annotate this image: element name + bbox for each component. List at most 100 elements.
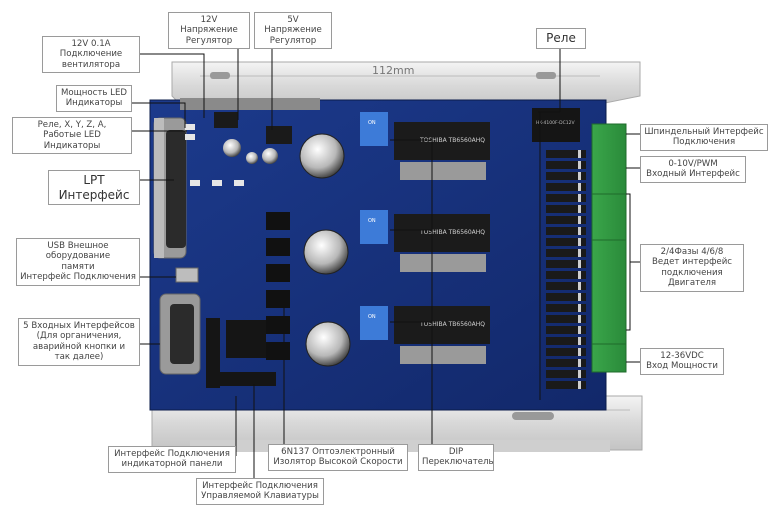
small-cap bbox=[262, 148, 278, 164]
big-cap bbox=[303, 229, 349, 275]
diode bbox=[546, 293, 586, 301]
label-line: Мощность LED bbox=[60, 88, 127, 98]
label-line: памяти bbox=[61, 261, 95, 272]
label-line: Регулятор bbox=[185, 35, 233, 46]
keypad-header bbox=[216, 372, 276, 386]
diode bbox=[546, 348, 586, 356]
diode-band bbox=[578, 227, 581, 235]
label-line: Интерфейс Подключения bbox=[114, 449, 230, 459]
panel-header bbox=[206, 318, 220, 388]
diode bbox=[546, 183, 586, 191]
label-line: 12-36VDC bbox=[660, 351, 704, 361]
label-panel-interface: Интерфейс Подключения индикаторной панел… bbox=[108, 446, 236, 473]
diode-band bbox=[578, 172, 581, 180]
label-line: 12V Напряжение bbox=[180, 15, 238, 36]
label-spindle-interface: Шпиндельный Интерфейс Подключения bbox=[640, 124, 768, 151]
diode-band bbox=[578, 359, 581, 367]
diode-band bbox=[578, 161, 581, 169]
dimension-label: 112mm bbox=[372, 64, 414, 77]
label-line: 5V Напряжение bbox=[264, 15, 322, 36]
label-relay: Реле bbox=[536, 28, 586, 49]
diode-band bbox=[578, 271, 581, 279]
label-line: Работые LED Индикаторы bbox=[43, 130, 101, 151]
diode-band bbox=[578, 337, 581, 345]
label-line: аварийной кнопки и bbox=[32, 341, 126, 352]
diode-band bbox=[578, 194, 581, 202]
label-line: оборудование bbox=[45, 251, 111, 262]
label-line: LPT Интерфейс bbox=[58, 173, 130, 202]
reg-12v-chip bbox=[214, 112, 238, 128]
diode bbox=[546, 238, 586, 246]
diode bbox=[546, 359, 586, 367]
diode-band bbox=[578, 150, 581, 158]
label-optocoupler: 6N137 Оптоэлектронный Изолятор Высокой С… bbox=[268, 444, 408, 471]
diode-band bbox=[578, 260, 581, 268]
db9-port bbox=[159, 293, 201, 375]
diode-band bbox=[578, 249, 581, 257]
pointer-lines bbox=[132, 36, 640, 480]
svg-text:TOSHIBA TB6560AHQ: TOSHIBA TB6560AHQ bbox=[419, 137, 485, 144]
small-cap bbox=[223, 139, 241, 157]
label-line: Подключение bbox=[59, 49, 123, 60]
label-line: Входный Интерфейс bbox=[646, 169, 740, 180]
label-line: индикаторной панели bbox=[121, 459, 223, 470]
label-line: Реле, X, Y, Z, A, bbox=[37, 120, 107, 130]
relay-print: HK-4100F-DC12V bbox=[536, 120, 575, 126]
terminal-blocks bbox=[591, 123, 627, 373]
label-line: Изолятор Высокой Скорости bbox=[273, 457, 403, 468]
label-line: 12V 0.1A bbox=[71, 39, 111, 49]
mcu-chip bbox=[226, 320, 266, 358]
svg-text:ON: ON bbox=[368, 218, 376, 224]
label-line: Интерфейс Подключения bbox=[20, 272, 136, 283]
label-motor-interface: 2/4Фазы 4/6/8 Ведет интерфейс подключени… bbox=[640, 244, 744, 292]
diode-band bbox=[578, 282, 581, 290]
label-axis-leds: Реле, X, Y, Z, A, Работые LED Индикаторы bbox=[12, 117, 132, 155]
label-line: Управляемой Клавиатуры bbox=[201, 491, 319, 502]
diode bbox=[546, 337, 586, 345]
diode bbox=[546, 381, 586, 389]
diode-band bbox=[578, 304, 581, 312]
label-line: Подключения bbox=[672, 137, 736, 148]
label-line: Переключатель bbox=[422, 457, 494, 468]
label-line: Индикаторы bbox=[65, 98, 123, 109]
diode bbox=[546, 227, 586, 235]
diode bbox=[546, 260, 586, 268]
label-line: 6N137 Оптоэлектронный bbox=[281, 447, 395, 457]
label-line: подключения Двигателя bbox=[661, 267, 723, 289]
diode bbox=[546, 172, 586, 180]
label-line: Реле bbox=[546, 31, 576, 45]
label-line: Ведет интерфейс bbox=[651, 257, 733, 268]
driver-chips: TOSHIBA TB6560AHQ TOSHIBA TB6560AHQ TOSH… bbox=[394, 122, 490, 364]
dip-switches: ON ON ON bbox=[360, 112, 388, 340]
label-lpt-interface: LPT Интерфейс bbox=[48, 170, 140, 206]
diode bbox=[546, 271, 586, 279]
diode bbox=[546, 161, 586, 169]
diode-band bbox=[578, 381, 581, 389]
diode-band bbox=[578, 293, 581, 301]
label-line: (Для органичения, bbox=[36, 331, 122, 342]
diode bbox=[546, 315, 586, 323]
label-power-leds: Мощность LED Индикаторы bbox=[56, 85, 132, 112]
diode bbox=[546, 370, 586, 378]
big-cap bbox=[299, 133, 345, 179]
label-dip-switch: DIP Переключатель bbox=[418, 444, 494, 471]
label-usb-interface: USB Внешное оборудование памяти Интерфей… bbox=[16, 238, 140, 286]
label-line: DIP bbox=[448, 447, 464, 457]
diode-band bbox=[578, 315, 581, 323]
diode bbox=[546, 282, 586, 290]
big-cap bbox=[305, 321, 351, 367]
svg-text:TOSHIBA TB6560AHQ: TOSHIBA TB6560AHQ bbox=[419, 229, 485, 236]
label-5v-regulator: 5V Напряжение Регулятор bbox=[254, 12, 332, 50]
label-line: 0-10V/PWM bbox=[668, 159, 718, 169]
svg-text:TOSHIBA TB6560AHQ: TOSHIBA TB6560AHQ bbox=[419, 321, 485, 328]
label-line: Шпиндельный Интерфейс bbox=[644, 127, 764, 137]
label-line: Интерфейс Подключения bbox=[202, 481, 318, 491]
diode-band bbox=[578, 326, 581, 334]
diode-band bbox=[578, 216, 581, 224]
led-indicators bbox=[185, 124, 244, 186]
label-5-inputs: 5 Входных Интерфейсов (Для органичения, … bbox=[18, 318, 140, 366]
small-cap bbox=[246, 152, 258, 164]
svg-text:ON: ON bbox=[368, 314, 376, 320]
